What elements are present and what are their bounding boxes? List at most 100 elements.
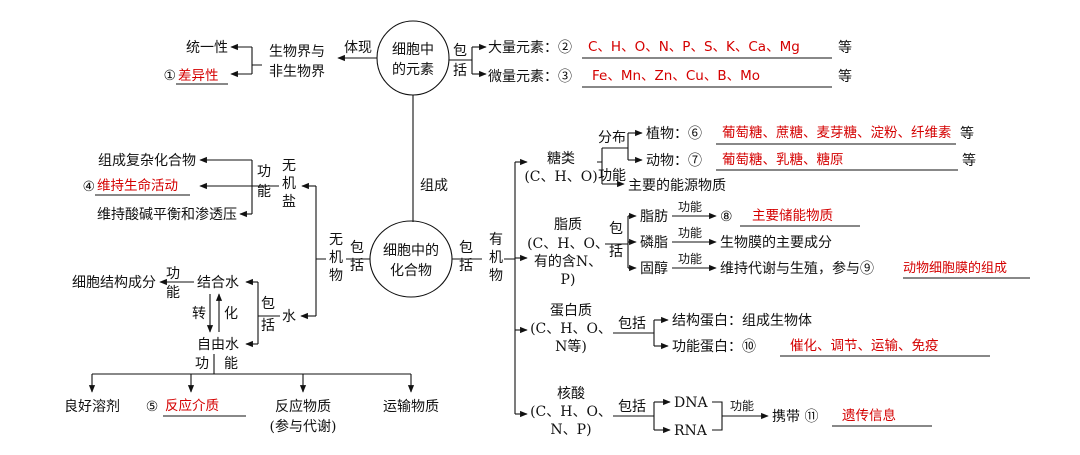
- include-top-2: 括: [453, 63, 467, 79]
- inorganic-2: 机: [329, 250, 343, 266]
- organic-3: 物: [489, 268, 503, 284]
- bound-water: 结合水: [197, 275, 239, 291]
- bracket-elements-right: [449, 47, 473, 74]
- sugar-plant-tail: 等: [960, 125, 974, 142]
- nucleic-rna: RNA: [674, 423, 708, 439]
- salt-f2: 维持生命活动: [97, 177, 178, 194]
- bound-func-2: 能: [166, 285, 180, 301]
- lipid-sterol-role: 维持代谢与生殖，参与⑨: [720, 260, 874, 277]
- lipid-include-2: 括: [609, 244, 623, 260]
- nucleic-include: 包括: [618, 399, 646, 415]
- salt-f2-num: ④: [82, 179, 95, 195]
- salt-3: 盐: [282, 194, 296, 210]
- protein-functional: 功能蛋白：⑩: [672, 339, 756, 355]
- compounds-left-include-2: 括: [350, 258, 364, 274]
- bound-func-1: 功: [166, 266, 180, 282]
- macro-tail: 等: [838, 39, 852, 56]
- relation-embody: 体现: [344, 40, 372, 56]
- bracket-water: [257, 282, 280, 344]
- protein-include: 包括: [618, 316, 646, 332]
- include-top-1: 包: [453, 43, 467, 59]
- lipid-name-1: 脂质: [554, 217, 582, 233]
- nucleic-func: 功能: [730, 399, 754, 413]
- protein-name-1: 蛋白质: [550, 303, 592, 319]
- bound-role: 细胞结构成分: [72, 275, 156, 291]
- free-water: 自由水: [197, 337, 239, 353]
- lipid-phospho-role: 生物膜的主要成分: [720, 235, 832, 251]
- compounds-center-line1: 细胞中的: [383, 243, 439, 259]
- diversity-num: ①: [163, 68, 176, 84]
- protein-name-3: N等): [555, 338, 587, 355]
- organic-1: 有: [489, 232, 503, 248]
- micro-answer: Fe、Mn、Zn、Cu、B、Mo: [592, 68, 760, 84]
- sugar-energy: 主要的能源物质: [628, 178, 726, 194]
- lipid-fat-num: ⑧: [720, 209, 733, 225]
- sugar-function-word: 功能: [598, 168, 626, 184]
- lipid-sterol-answer: 动物细胞膜的组成: [903, 260, 1007, 276]
- nucleic-name-1: 核酸: [557, 386, 585, 402]
- macro-answer: C、H、O、N、P、S、K、Ca、Mg: [588, 39, 800, 55]
- salt-1: 无: [282, 158, 296, 174]
- unity-label-line1: 生物界与: [269, 44, 325, 60]
- bracket-sugar: [597, 148, 603, 184]
- lipid-fat-answer: 主要储能物质: [752, 208, 833, 224]
- protein-name-2: (C、H、O、: [530, 321, 612, 337]
- sugar-animal-tail: 等: [962, 152, 976, 169]
- compounds-ellipse: [369, 220, 453, 298]
- elements-ellipse: [376, 20, 450, 96]
- nucleic-dna: DNA: [674, 395, 708, 411]
- organic-2: 机: [489, 250, 503, 266]
- diversity-text: 差异性: [178, 68, 219, 84]
- sugar-animal: 动物：⑦: [646, 153, 702, 169]
- sugar-name-2: (C、H、O): [524, 169, 597, 185]
- salt-f3: 维持酸碱平衡和渗透压: [97, 207, 237, 223]
- water-label: 水: [282, 309, 296, 325]
- lipid-name-4: P): [561, 272, 576, 288]
- protein-structural: 结构蛋白：组成生物体: [672, 313, 812, 329]
- salt-f1: 组成复杂化合物: [98, 152, 196, 169]
- nucleic-name-3: N、P): [550, 422, 591, 438]
- bracket-organic: [504, 162, 516, 414]
- micro-label: 微量元素：③: [488, 69, 572, 85]
- free-func-1: 功: [195, 356, 209, 372]
- compounds-left-include-1: 包: [350, 240, 364, 256]
- water-include-1: 包: [261, 296, 275, 312]
- salt-func-2: 能: [257, 184, 271, 200]
- convert-1: 转: [192, 306, 206, 322]
- nucleic-carry: 携带 ⑪: [772, 409, 818, 425]
- free-func-2: 能: [224, 356, 238, 372]
- use-reactant-2: (参与代谢): [270, 418, 337, 435]
- lipid-sterol-func: 功能: [678, 252, 702, 266]
- bracket-unity: [251, 47, 262, 74]
- compounds-center-line2: 化合物: [390, 263, 432, 279]
- protein-functional-answer: 催化、调节、运输、免疫: [790, 338, 939, 354]
- use-transport: 运输物质: [383, 399, 439, 415]
- sugar-animal-answer: 葡萄糖、乳糖、糖原: [722, 152, 844, 168]
- nucleic-carry-answer: 遗传信息: [842, 407, 896, 424]
- bracket-inorganic: [315, 186, 326, 316]
- water-include-2: 括: [261, 318, 275, 334]
- sugar-name-1: 糖类: [547, 151, 575, 167]
- lipid-name-2: (C、H、O、: [527, 236, 609, 252]
- micro-tail: 等: [838, 68, 852, 85]
- nucleic-name-2: (C、H、O、: [530, 404, 612, 420]
- salt-func-1: 功: [257, 164, 271, 180]
- inorganic-3: 物: [329, 268, 343, 284]
- use-medium: 反应介质: [165, 397, 219, 414]
- salt-2: 机: [282, 176, 296, 192]
- inorganic-1: 无: [329, 232, 343, 248]
- lipid-fat: 脂肪: [640, 209, 668, 225]
- lipid-fat-func: 功能: [678, 200, 702, 214]
- use-medium-num: ⑤: [146, 399, 159, 415]
- unity-text: 统一性: [186, 40, 228, 56]
- lipid-phospho: 磷脂: [640, 235, 668, 251]
- elements-center-line1: 细胞中: [392, 42, 434, 58]
- compounds-right-include-1: 包: [459, 240, 473, 256]
- macro-label: 大量元素：②: [488, 40, 572, 56]
- sugar-distribution: 分布: [598, 130, 626, 146]
- bracket-nucleic-right: [712, 401, 723, 431]
- elements-center-line2: 的元素: [392, 62, 434, 78]
- sugar-plant-answer: 葡萄糖、蔗糖、麦芽糖、淀粉、纤维素: [722, 125, 952, 141]
- unity-label-line2: 非生物界: [269, 64, 325, 80]
